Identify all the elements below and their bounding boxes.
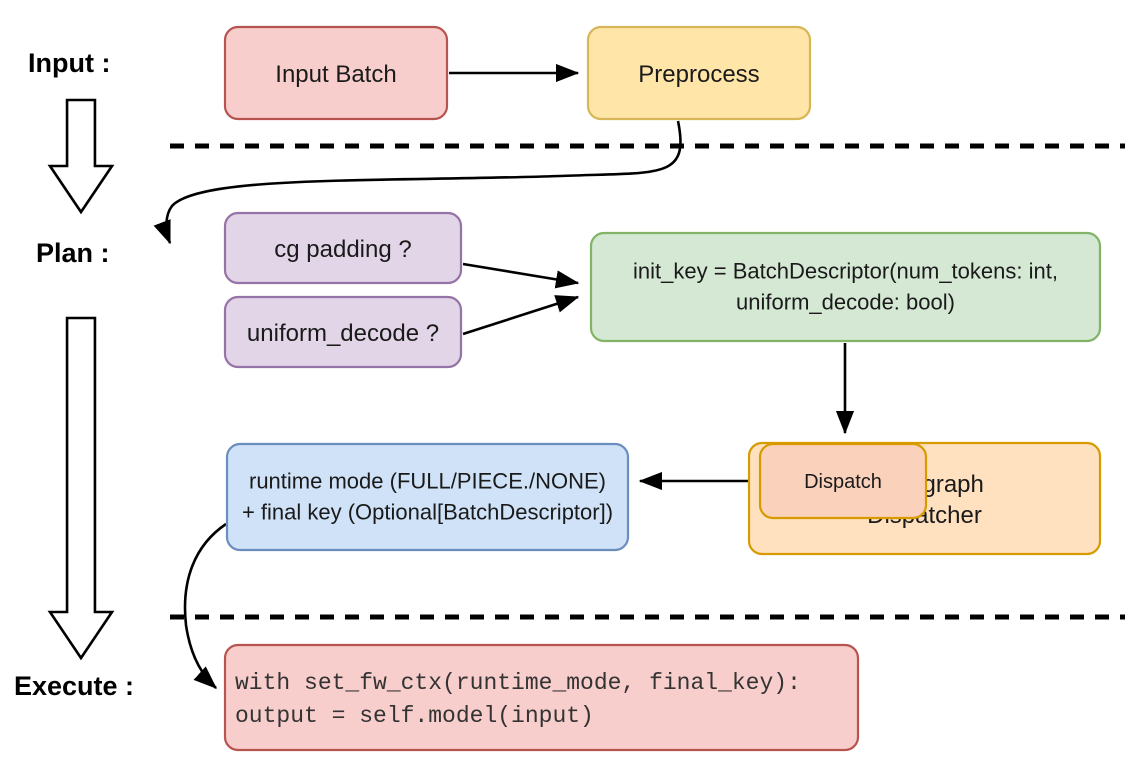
node-box-uniform-decode [223,295,463,369]
stage-label-plan: Plan : [36,238,110,268]
node-label-execute-code: with set_fw_ctx(runtime_mode, final_key)… [235,670,801,696]
stage-label-input: Input : [28,48,110,78]
node-cg-padding[interactable]: cg padding ? [223,211,463,285]
edge-uniform-to-init-key [462,295,580,336]
edge-cg-to-init-key [462,262,580,289]
node-dispatch[interactable]: Dispatch [758,442,928,520]
stage-arrow-plan-execute-icon [47,316,115,661]
edge-runtime-to-execute [183,522,227,689]
node-input-batch[interactable]: Input Batch [223,25,449,121]
node-label-runtime-mode: runtime mode (FULL/PIECE./NONE) [249,469,606,494]
node-box-preprocess [586,25,812,121]
node-box-init-key [589,231,1102,343]
node-label-runtime-mode: + final key (Optional[BatchDescriptor]) [242,500,613,525]
node-label-input-batch: Input Batch [275,61,396,88]
node-label-init-key: init_key = BatchDescriptor(num_tokens: i… [633,259,1058,284]
node-label-dispatch: Dispatch [804,471,882,493]
node-label-init-key: uniform_decode: bool) [736,290,955,315]
stage-label-execute: Execute : [14,671,134,701]
node-box-execute-code [223,643,860,752]
stage-arrow-input-plan-icon [47,98,115,215]
node-execute-code[interactable]: with set_fw_ctx(runtime_mode, final_key)… [223,643,860,752]
edge-preprocess-to-cg [153,120,682,245]
nodes-layer: Input Batch Preprocess cg padding ? uniform… [223,25,1102,752]
edges-layer [153,63,855,689]
node-label-preprocess: Preprocess [638,61,759,88]
stage-labels: Input : Plan : Execute : [14,48,134,701]
node-label-uniform-decode: uniform_decode ? [247,320,439,347]
node-box-runtime-mode [225,442,630,552]
node-box-input-batch [223,25,449,121]
node-uniform-decode[interactable]: uniform_decode ? [223,295,463,369]
node-preprocess[interactable]: Preprocess [586,25,812,121]
node-label-cg-padding: cg padding ? [274,236,411,263]
node-init-key[interactable]: init_key = BatchDescriptor(num_tokens: i… [589,231,1102,343]
node-runtime-mode[interactable]: runtime mode (FULL/PIECE./NONE) + final k… [225,442,630,552]
node-box-dispatch [758,442,928,520]
stage-separators [170,143,1125,620]
stage-flow-arrows [47,98,115,661]
node-box-cg-padding [223,211,463,285]
node-label-execute-code: output = self.model(input) [235,703,594,729]
